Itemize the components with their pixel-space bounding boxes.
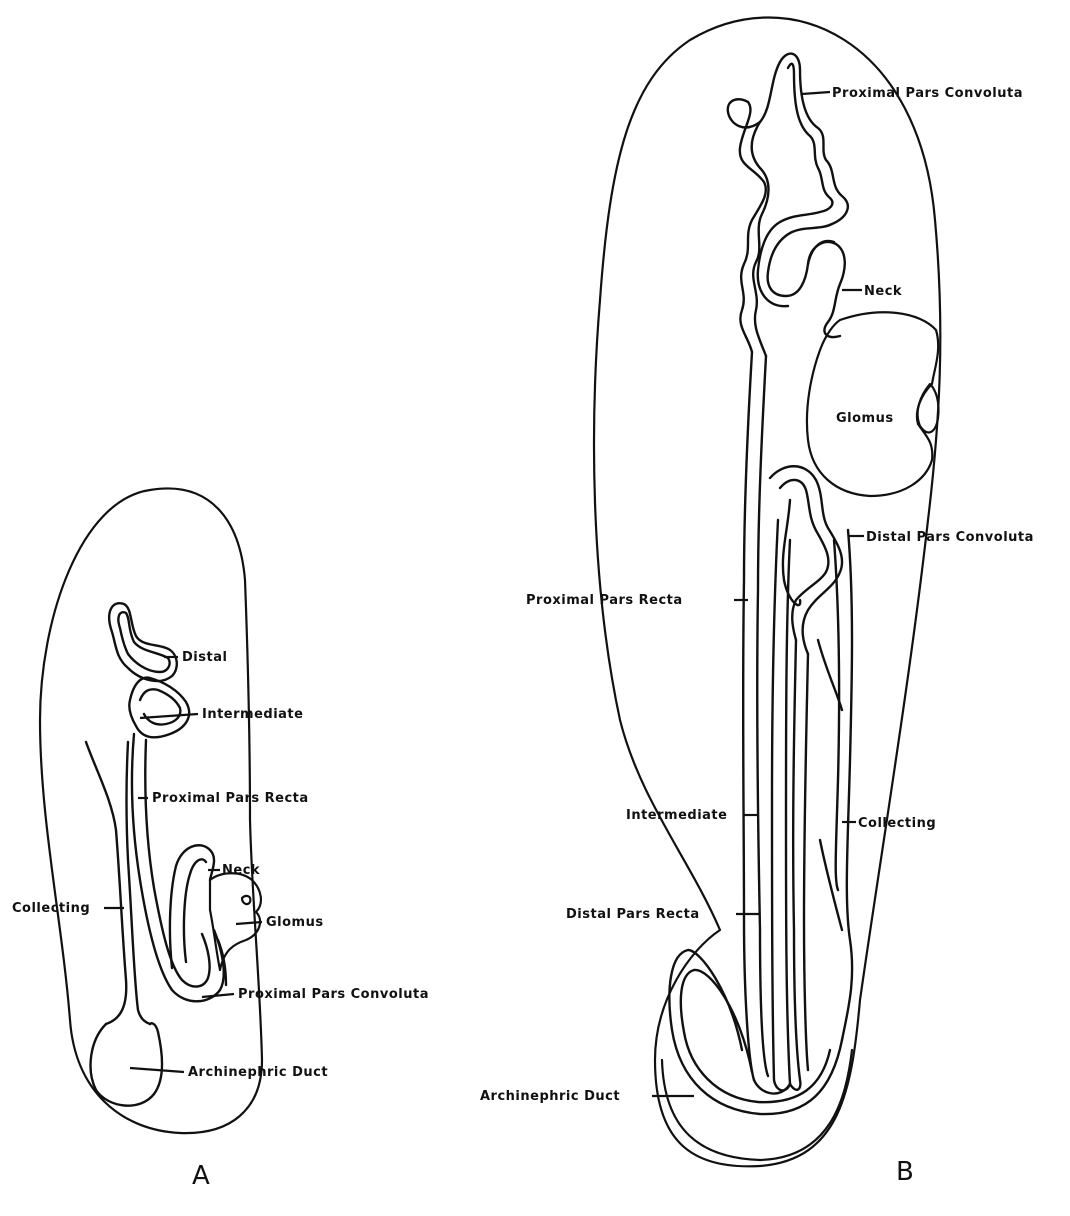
panel-b-label-collecting: Collecting	[858, 816, 936, 831]
panel-b-proximal-pars-recta	[743, 352, 754, 1080]
panel-b-letter: B	[896, 1157, 914, 1187]
panel-a-leader-archinephric-duct	[130, 1068, 184, 1072]
panel-b-distal-pars-recta	[804, 654, 808, 1070]
panel-a: Distal Intermediate Proximal Pars Recta …	[12, 488, 429, 1191]
panel-b-leader-proximal-pars-convoluta	[802, 92, 830, 94]
panel-a-letter: A	[192, 1161, 210, 1191]
panel-a-archinephric-duct	[91, 1023, 162, 1105]
panel-b: Proximal Pars Convoluta Neck Glomus Dist…	[480, 18, 1034, 1188]
panel-b-label-neck: Neck	[864, 284, 902, 299]
panel-a-label-archinephric-duct: Archinephric Duct	[188, 1065, 328, 1080]
panel-a-label-proximal-pars-recta: Proximal Pars Recta	[152, 791, 309, 806]
panel-a-label-proximal-pars-convoluta: Proximal Pars Convoluta	[238, 987, 429, 1002]
panel-b-label-proximal-pars-recta: Proximal Pars Recta	[526, 593, 683, 608]
panel-a-body-outline	[40, 488, 262, 1133]
panel-a-collecting-duct	[86, 742, 126, 1024]
panel-b-label-distal-pars-recta: Distal Pars Recta	[566, 907, 700, 922]
panel-a-leader-proximal-pars-convoluta	[202, 994, 234, 997]
panel-a-label-neck: Neck	[222, 863, 260, 878]
panel-b-collecting-duct	[842, 530, 852, 1040]
panel-a-leader-glomus	[236, 922, 262, 924]
panel-b-archinephric-duct	[669, 950, 842, 1114]
panel-a-label-distal: Distal	[182, 650, 227, 665]
panel-b-label-proximal-pars-convoluta: Proximal Pars Convoluta	[832, 86, 1023, 101]
panel-b-label-glomus: Glomus	[836, 411, 894, 426]
panel-b-label-archinephric-duct: Archinephric Duct	[480, 1089, 620, 1104]
panel-b-body-outline	[594, 18, 940, 1167]
panel-b-label-intermediate: Intermediate	[626, 808, 727, 823]
panel-a-label-glomus: Glomus	[266, 915, 324, 930]
panel-a-label-collecting: Collecting	[12, 901, 90, 916]
panel-b-label-distal-pars-convoluta: Distal Pars Convoluta	[866, 530, 1034, 545]
panel-a-label-intermediate: Intermediate	[202, 707, 303, 722]
